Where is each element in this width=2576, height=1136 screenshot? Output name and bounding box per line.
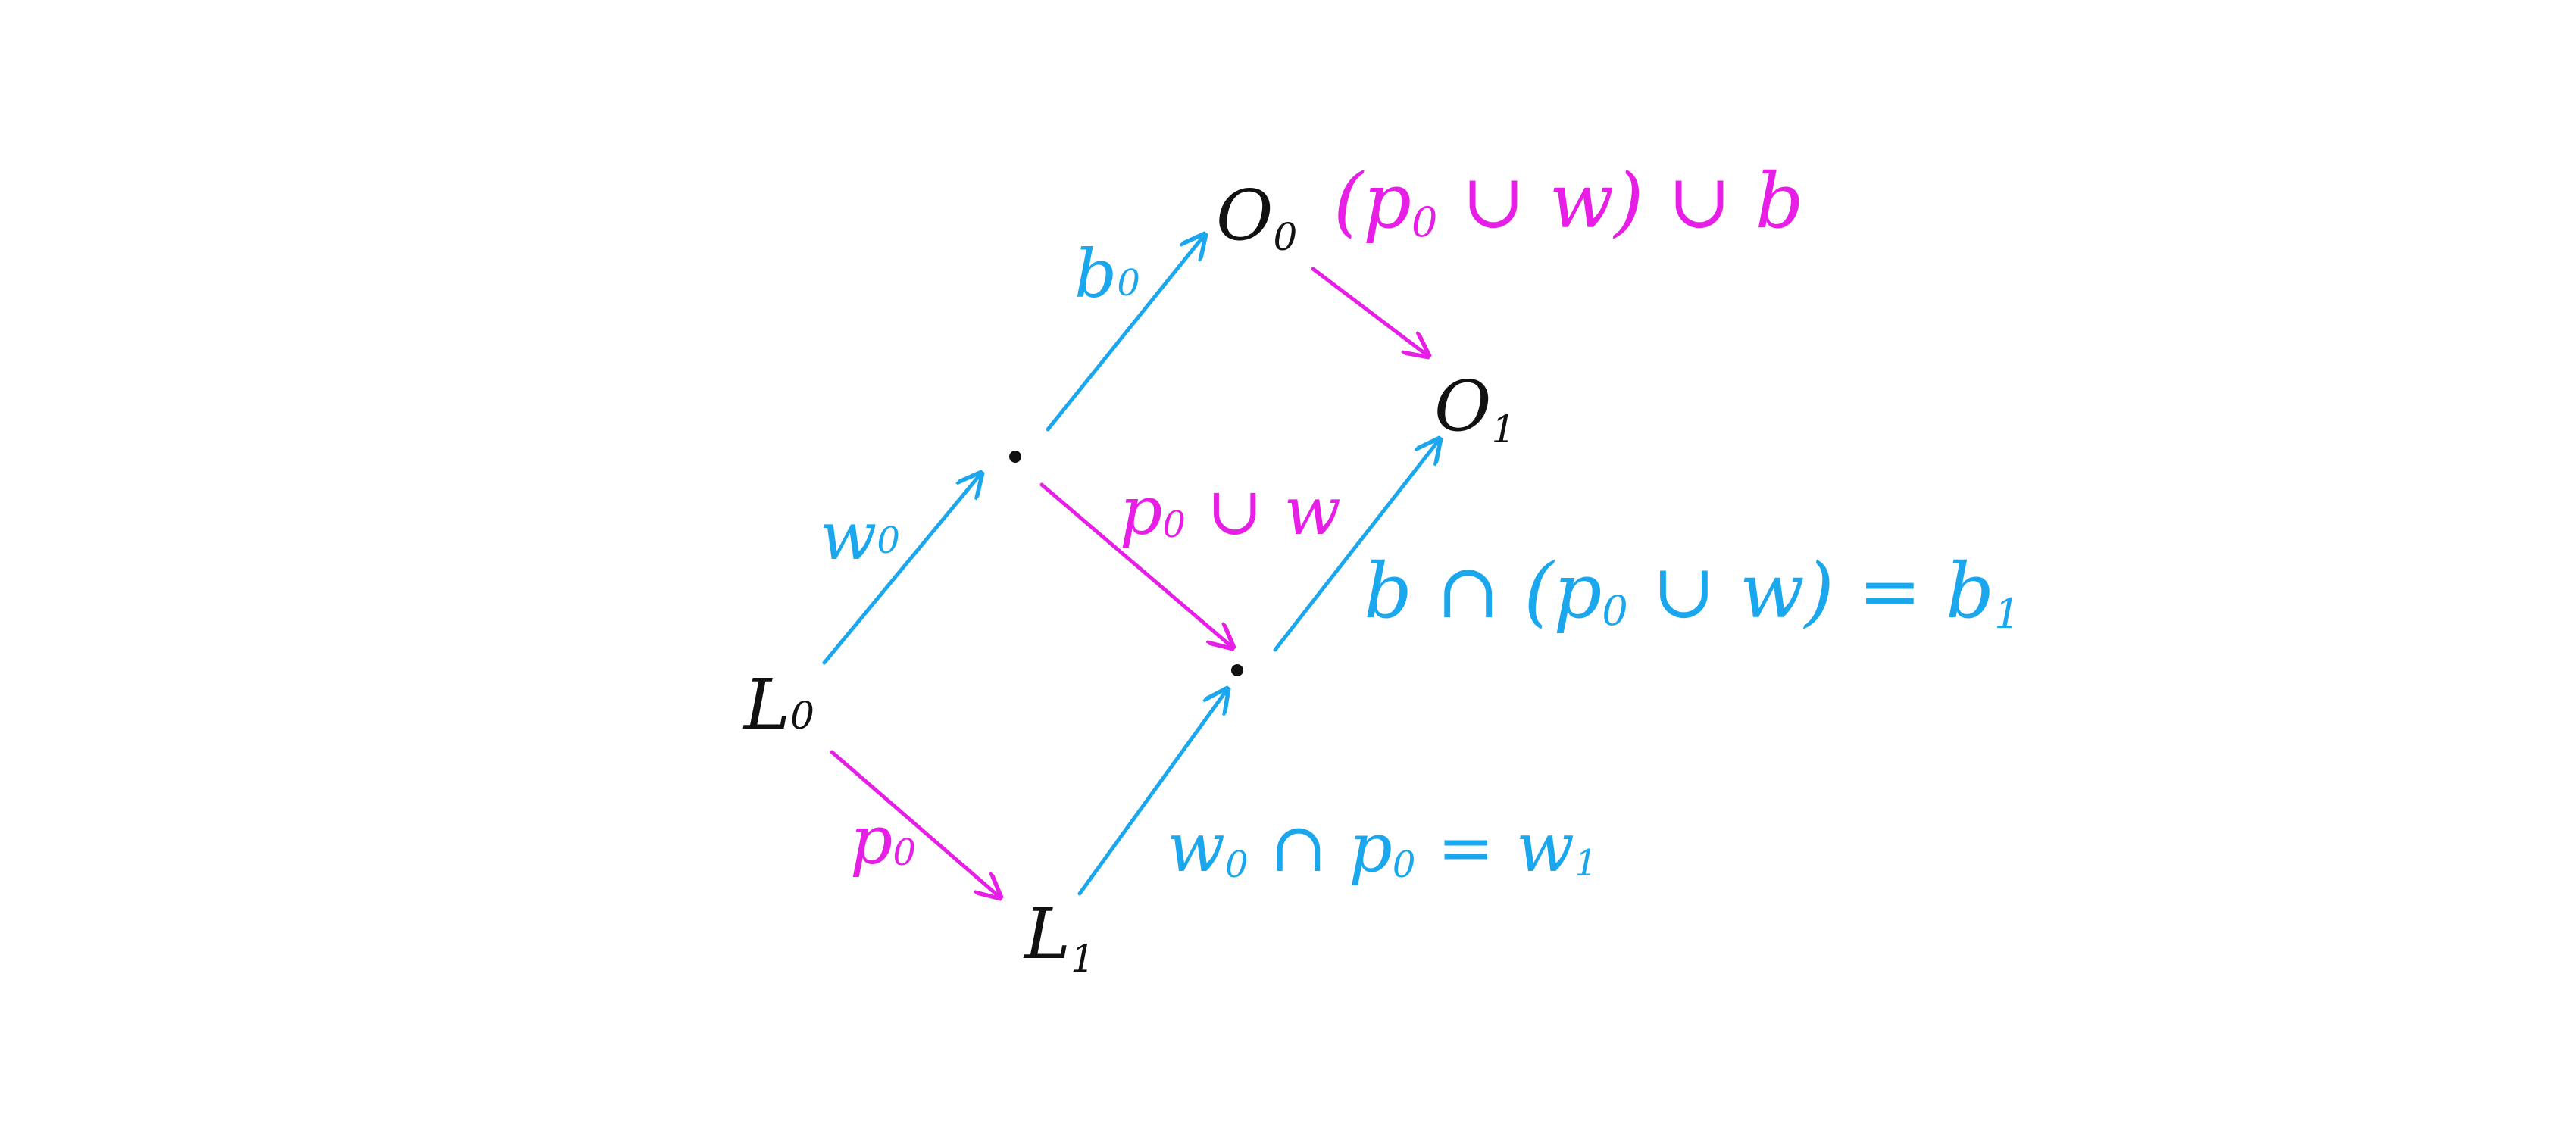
arrow-o0-to-o1 [1311, 267, 1428, 356]
label-w1-equation: w0 ∩ p0 = w1 [1167, 808, 1598, 888]
label-p0: p0 [850, 801, 916, 879]
arrow-p0-union-w [1039, 482, 1233, 648]
label-p0-union-w: p0 ∪ w [1120, 472, 1341, 550]
label-o0-to-o1: (p0 ∪ w) ∪ b [1333, 157, 1804, 246]
label-b1-equation: b ∩ (p0 ∪ w) = b1 [1364, 547, 2020, 638]
upper-middle-point [1009, 451, 1021, 463]
node-l0: L0 [742, 664, 814, 745]
node-o0: O0 [1216, 175, 1297, 259]
node-o1: O1 [1434, 366, 1515, 451]
arrow-b0 [1046, 235, 1205, 432]
arrow-w0 [822, 473, 981, 665]
lower-middle-point [1231, 664, 1243, 676]
arrow-p0 [830, 750, 1000, 897]
node-l1: L1 [1023, 894, 1095, 981]
label-w0: w0 [820, 497, 900, 575]
arrow-mid-to-o1 [1273, 439, 1440, 652]
label-b0: b0 [1074, 235, 1140, 313]
arrow-l1-to-mid [1077, 689, 1227, 896]
